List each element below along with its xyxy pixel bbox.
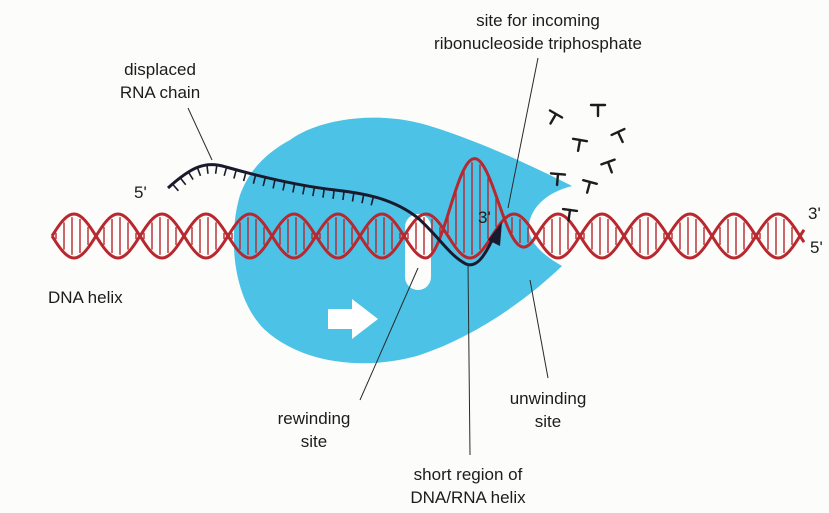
rna-five-prime-label: 5': [134, 183, 147, 202]
rewinding-site-label-line2: site: [301, 432, 327, 451]
leader-unwinding-site: [530, 280, 548, 378]
leader-displaced-rna: [188, 108, 212, 160]
ntp-glyph-icon: [580, 180, 596, 194]
rna-three-prime-label: 3': [478, 208, 491, 227]
displaced-rna-label-line2: RNA chain: [120, 83, 200, 102]
short-region-label-line1: short region of: [414, 465, 523, 484]
dna-helix-label: DNA helix: [48, 288, 123, 307]
ntp-glyph-icon: [544, 111, 562, 128]
unwinding-site-label-line1: unwinding: [510, 389, 587, 408]
ntp-glyph-icon: [591, 105, 605, 116]
incoming-site-label-line2: ribonucleoside triphosphate: [434, 34, 642, 53]
incoming-site-label-line1: site for incoming: [476, 11, 600, 30]
rewinding-site-label-line1: rewinding: [278, 409, 351, 428]
ntp-glyph-icon: [571, 139, 587, 152]
ntp-glyph-icon: [601, 160, 618, 175]
dna-three-prime-label: 3': [808, 204, 821, 223]
incoming-nucleotides: [544, 105, 629, 222]
unwinding-site-label-line2: site: [535, 412, 561, 431]
short-region-label-line2: DNA/RNA helix: [410, 488, 526, 507]
ntp-glyph-icon: [612, 129, 629, 145]
dna-five-prime-label: 5': [810, 238, 823, 257]
displaced-rna-label-line1: displaced: [124, 60, 196, 79]
